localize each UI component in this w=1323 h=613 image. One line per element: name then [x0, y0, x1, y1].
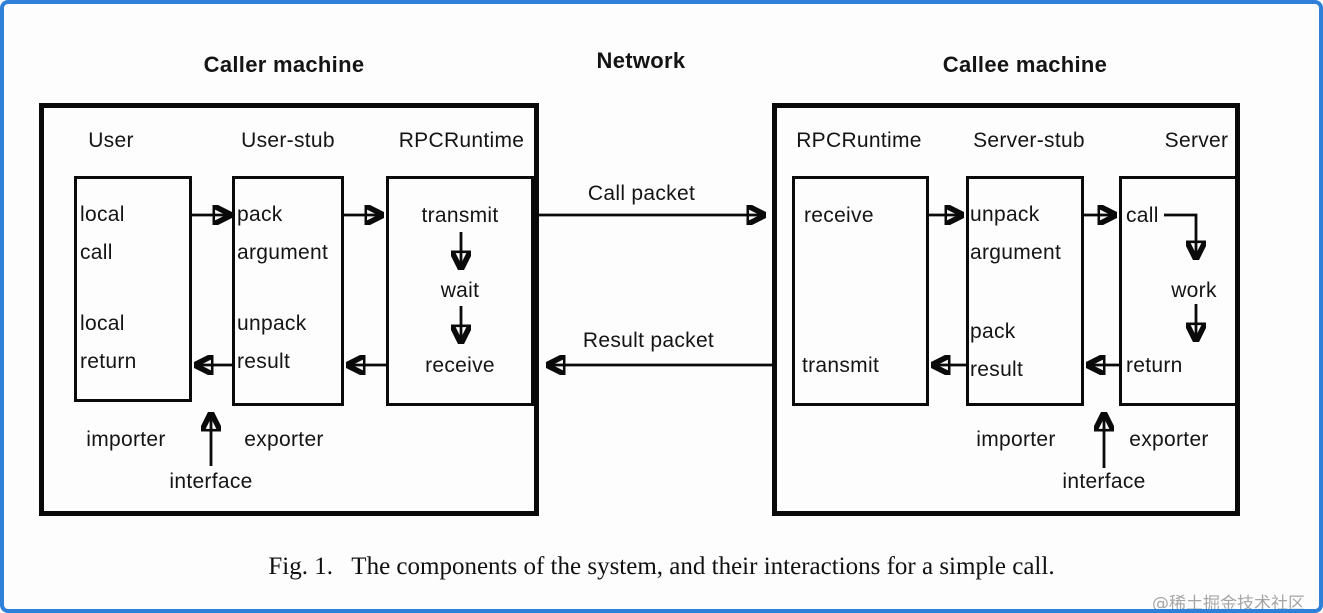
callee-interface-label: interface — [1062, 470, 1146, 493]
call-packet-label: Call packet — [587, 182, 696, 205]
callee-server-stub-header: Server-stub — [973, 129, 1085, 152]
watermark: @稀土掘金技术社区 — [1152, 594, 1305, 613]
caller-rpcruntime-box — [386, 176, 534, 406]
caller-interface-label: interface — [169, 470, 253, 493]
callee-exporter-label: exporter — [1129, 428, 1209, 451]
callee-receive-label: receive — [804, 204, 874, 227]
callee-transmit-label: transmit — [802, 354, 880, 377]
return-label: return — [1126, 354, 1183, 377]
local-call-label: local call — [80, 203, 125, 264]
result-packet-label: Result packet — [582, 329, 715, 352]
user-stub-box — [232, 176, 344, 406]
caller-machine-box — [39, 103, 539, 516]
callee-importer-label: importer — [976, 428, 1056, 451]
figure-caption: Fig. 1. The components of the system, an… — [268, 553, 1055, 580]
callee-rpcruntime-box — [792, 176, 929, 406]
wait-label: wait — [440, 279, 480, 302]
server-box — [1119, 176, 1239, 406]
user-box — [74, 176, 192, 402]
caller-exporter-label: exporter — [244, 428, 324, 451]
pack-argument-label: pack argument — [237, 203, 329, 264]
caller-importer-label: importer — [86, 428, 166, 451]
callee-rpcruntime-header: RPCRuntime — [796, 129, 922, 152]
caller-user-header: User — [88, 129, 134, 152]
caller-user-stub-header: User-stub — [241, 129, 335, 152]
caller-machine-label: Caller machine — [203, 52, 365, 77]
callee-machine-label: Callee machine — [942, 52, 1108, 77]
caller-receive-label: receive — [425, 354, 495, 377]
local-return-label: local return — [80, 312, 137, 373]
transmit-label: transmit — [421, 204, 499, 227]
work-label: work — [1171, 279, 1217, 302]
unpack-result-label: unpack result — [237, 312, 307, 373]
network-label: Network — [596, 48, 686, 73]
callee-server-header: Server — [1164, 129, 1229, 152]
call-label: call — [1126, 204, 1159, 227]
pack-result-label: pack result — [970, 320, 1024, 381]
unpack-argument-label: unpack argument — [970, 203, 1062, 264]
server-stub-box — [966, 176, 1084, 406]
caller-rpcruntime-header: RPCRuntime — [398, 129, 525, 152]
